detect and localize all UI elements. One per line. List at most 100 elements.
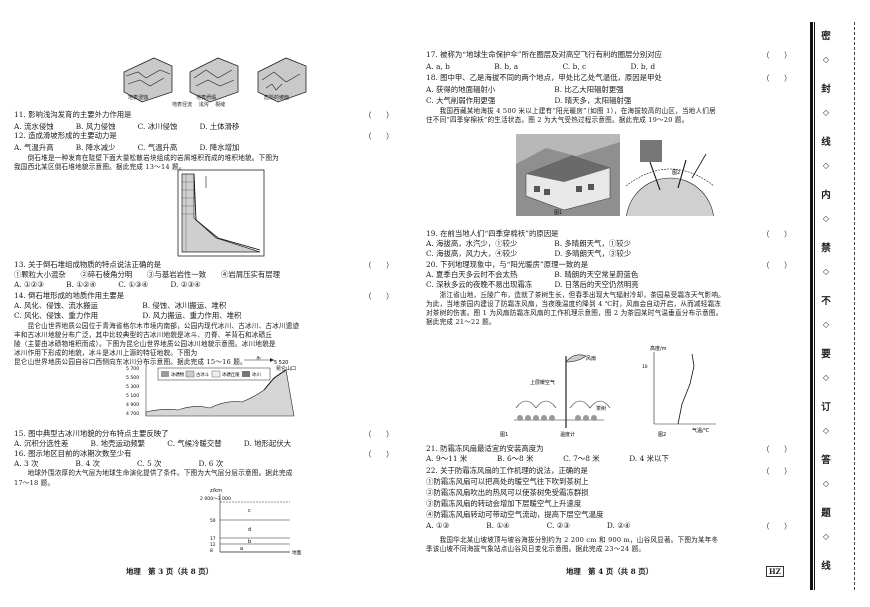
landslide-block-1 [123,57,173,103]
passage-line: 我国西藏某地海拔 4 500 米以上建有“阳光暖房”（如图 1），在海拔较高的山… [426,107,716,115]
passage-line: 倒石堆是一种发育在陡壁下面大量松散岩块组成的岩屑堆积而成的堆积地貌。下图为 [14,154,279,162]
glacier-ytick-1: 5 700 [126,366,139,372]
answer-bracket: （ ） [364,292,394,301]
sun-house-photo: 图1 [516,134,620,216]
answer-options: A. 流水侵蚀 B. 风力侵蚀 C. 冰川侵蚀 D. 土体滑移 [14,122,240,131]
fan-tea-label: 茶树 [596,405,606,412]
seal-char: 禁 [821,243,831,254]
answer-options: C. 大气削弱作用更强 D. 晴天多，太阳辐射强 [426,96,632,105]
answer-options: ①防霜冻风扇可以把高处的暖空气往下吹到茶树上 [426,477,589,486]
fan-sensor-label: 温度计 [560,431,575,438]
seal-bar-thick [810,22,813,590]
landslide-block-3 [257,57,307,103]
passage-line: 丰和古冰川地貌分布广泛，其中比较典型的古冰川地貌是冰斗、刃脊、羊背石和冰碛丘 [14,331,273,339]
greenhouse-heating-figure: 图2 [620,134,720,216]
question-stem: 17. 被称为“地球生命保护伞”所在圈层及对高空飞行有利的圈层分别对应 [426,50,662,59]
glacier-ytick-5: 4 900 [126,402,139,408]
atm-axis-label: z/km [210,488,222,494]
heating-fig-label: 图2 [672,170,680,176]
glacier-legend-1: 冰碛物 [171,371,185,378]
atm-layer-b: b [248,539,251,545]
passage-line: 对茶树的伤害。图 1 为风扇防霜冻风扇的工作机理示意图，图 2 为茶园某时气温垂… [426,309,723,317]
atmosphere-figure: z/km 2 000～3 000 c d b a 50 17 12 8 地面 [200,488,302,556]
seal-diamond-icon: ◇ [822,266,830,276]
answer-options: A. ①②③ B. ①②④ C. ①③④ D. ②③④ [14,280,201,289]
atm-layer-a: a [240,546,243,552]
seal-diamond-icon: ◇ [822,213,830,223]
answer-options: A. 气温升高 B. 降水减少 C. 气温升高 D. 降水增加 [14,143,240,152]
answer-options: A. 海拔高，水汽少，①较少 B. 多晴朗天气，①较少 [426,239,631,248]
question-stem: 19. 在前当地人们“四季穿棉袄”的原因是 [426,229,559,238]
atm-tick-12: 12 [210,542,216,548]
landslide-block-2 [189,57,239,103]
glacier-legend-3: 冰碛丘陵 [222,371,240,378]
answer-bracket: （ ） [364,111,394,120]
frost-fan-figure: 风扇 上层暖空气 茶树 温度计 图1 [500,354,611,438]
answer-bracket: （ ） [364,261,394,270]
answer-bracket: （ ） [364,430,394,439]
seal-diamond-icon: ◇ [822,425,830,435]
seal-char: 线 [821,561,831,572]
atm-layer-c: c [248,508,251,514]
answer-options: ①颗粒大小混杂 ②碎石棱角分明 ③与基岩岩性一致 ④岩屑压实有层理 [14,270,281,279]
answer-bracket: （ ） [762,445,792,454]
answer-bracket: （ ） [762,522,792,531]
question-stem: 18. 图中甲、乙是海拔不同的两个地点，甲处比乙处气温低，原因是甲处 [426,73,662,82]
seal-diamond-icon: ◇ [822,319,830,329]
seal-char: 内 [821,190,831,201]
answer-bracket: （ ） [364,132,394,141]
talus-figure [177,169,265,257]
question-stem: A. ①③ B. ①④ C. ②③ D. ②④ [426,521,631,530]
answer-bracket: （ ） [762,230,792,239]
answer-bracket: （ ） [762,74,792,83]
passage-line: 昆仑山世界地质公园自谷口西侧向东冰川分布示意图。据此完成 15～16 题。 [14,358,247,366]
seal-char: 封 [821,84,831,95]
seal-diamond-icon: ◇ [822,107,830,117]
glacier-ytick-4: 5 100 [126,393,139,399]
question-stem: 16. 图示地区目前的冰期次数至少有 [14,449,132,458]
answer-options: ④防霜冻风扇转动可带动空气流动，提高下层空气温度 [426,510,604,519]
answer-options: C. 风化、侵蚀、重力作用 D. 风力搬运、重力作用、堆积 [14,311,242,320]
legend-gully: 浅沟 [198,102,209,108]
glacier-figure: 东 5 520 昆仑山口 5 700 5 500 5 300 5 100 4 9… [126,356,296,417]
question-stem: 14. 倒石堆形成的地质作用主要是 [14,291,125,300]
seal-diamond-icon: ◇ [822,54,830,64]
passage-line: 地球外围浓厚的大气层为地球生命演化提供了条件。下图为大气层分层示意图。据此完成 [14,469,293,477]
temp-fig-caption: 图2 [658,432,666,438]
passage-line: 浙江省山地，丘陵广布，造就了茶树生长，但春季出现大气辐射冷却，茶园易受霜冻天气影… [426,291,725,299]
question-stem: 20. 下列地理现象中，与“阳光暖房”原理一致的是 [426,260,589,269]
passage-line: 季该山坡不同海拔气象站点山谷风日变化示意图。据此完成 23～24 题。 [426,545,646,553]
seal-diamond-icon: ◇ [822,478,830,488]
answer-bracket: （ ） [364,450,394,459]
passage-line: 住不同“四季穿棉袄”的生活状态。图 2 为大气受热过程示意图。据此完成 19～2… [426,116,689,124]
seal-diamond-icon: ◇ [822,372,830,382]
seal-diamond-icon: ◇ [822,160,830,170]
answer-options: A. a, b B. b, a C. b, c D. b, d [426,62,656,71]
fig-label-2: 地表坍塌 [196,95,217,101]
answer-options: A. 夏季白天多云时不会太热 B. 晴朗的天空常呈蔚蓝色 [426,270,639,279]
left-page-footer: 地理 第 3 页（共 8 页） [126,567,214,576]
seal-char: 密 [821,31,831,42]
temp-profile-figure: 高度/m 10 气温/℃ 图2 [642,345,716,438]
glacier-ytick-6: 4 700 [126,411,139,417]
fig-label-3: 危险的坡面 [264,95,290,101]
question-stem: 11. 影响浅沟发育的主要外力作用是 [14,110,132,119]
legend-crack: 裂缝 [215,102,226,108]
landslide-figure [123,57,307,103]
answer-options: A. 风化、侵蚀、流水搬运 B. 侵蚀、冰川搬运、堆积 [14,301,227,310]
answer-options: A. 沉积分选性差 B. 地壳运动频繁 C. 气候冷暖交替 D. 地形起伏大 [14,439,292,448]
seal-char: 答 [821,455,831,466]
temp-x-axis: 气温/℃ [692,427,710,434]
passage-line: 17～18 题。 [14,479,55,487]
seal-bar-thin [814,22,815,590]
fan-fig-caption: 图1 [500,432,508,438]
seal-char: 不 [821,296,831,307]
glacier-peak-label: 5 520 [274,360,288,366]
seal-dashed-line [854,22,855,590]
right-page-footer: 地理 第 4 页（共 8 页） [566,567,654,576]
seal-diamond-icon: ◇ [822,531,830,541]
seal-char: 题 [821,508,831,519]
fig-label-1: 地表浸蚀 [128,95,149,101]
legend-runoff: 地表径流 [172,102,193,108]
glacier-legend-4: 冰川 [252,371,261,378]
